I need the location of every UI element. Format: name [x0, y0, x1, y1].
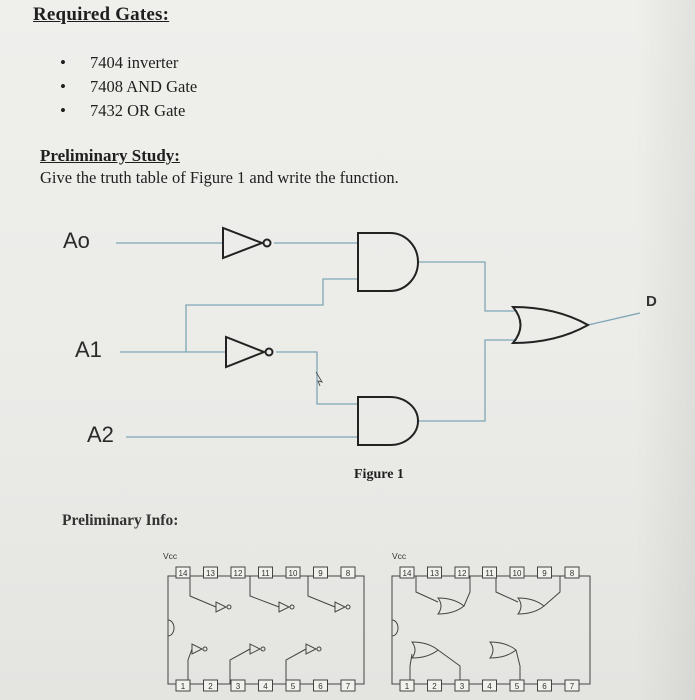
pin-7404-bottom-box	[230, 679, 246, 692]
gate-item: 7432 OR Gate	[60, 100, 197, 124]
pin-7404-top-box	[258, 566, 273, 579]
pin-7432-bottom-box	[427, 679, 442, 692]
pin-7432-bottom-box	[509, 679, 525, 692]
pin-7404-bottom-box	[175, 679, 191, 692]
preliminary-info-title: Preliminary Info:	[62, 512, 179, 529]
gate-item: 7408 AND Gate	[60, 76, 197, 100]
pin-7404-bottom-number: 3	[236, 682, 241, 691]
chip-7432-diagram	[391, 575, 591, 685]
pin-7432-top-box	[427, 566, 442, 579]
pin-7404-top-number: 8	[346, 569, 351, 578]
pin-7432-top-number: 11	[485, 569, 494, 578]
and-gate-2	[357, 396, 419, 446]
pin-7404-top-number: 10	[289, 569, 298, 578]
pin-7404-bottom-box	[258, 679, 273, 692]
pin-7404-top-box	[175, 566, 191, 579]
pin-7404-bottom-number: 2	[208, 682, 213, 691]
gate-item: 7404 inverter	[60, 52, 197, 76]
pin-7404-bottom-box	[313, 679, 328, 692]
pin-7404-bottom-box	[203, 679, 218, 692]
not-gate-2	[225, 335, 274, 369]
pin-7432-top-box	[482, 566, 497, 579]
pin-7432-top-number: 10	[513, 569, 522, 578]
pin-7404-top-box	[285, 566, 301, 579]
preliminary-study-text: Give the truth table of Figure 1 and wri…	[40, 168, 399, 187]
pin-7404-top-box	[203, 566, 218, 579]
pin-7404-bottom-number: 7	[346, 682, 351, 691]
pin-7432-bottom-box	[482, 679, 497, 692]
pin-7432-bottom-number: 7	[570, 682, 575, 691]
pin-7404-top-number: 9	[318, 569, 323, 578]
not-gate-1	[222, 226, 272, 260]
pin-7432-top-box	[454, 566, 470, 579]
pin-7404-top-number: 12	[234, 569, 243, 578]
pin-7404-bottom-number: 1	[181, 682, 186, 691]
pin-7432-top-box	[537, 566, 552, 579]
pin-7432-top-box	[509, 566, 525, 579]
required-gates-list: 7404 inverter 7408 AND Gate 7432 OR Gate	[60, 52, 197, 124]
pin-7404-top-number: 13	[206, 569, 215, 578]
pin-7432-bottom-number: 4	[487, 682, 492, 691]
pin-7432-top-box	[399, 566, 415, 579]
pin-7404-bottom-box	[340, 679, 356, 692]
pin-7432-top-number: 14	[403, 569, 412, 578]
wire-output	[587, 312, 641, 326]
wire-and2-out	[418, 339, 517, 422]
required-gates-title: Required Gates:	[33, 4, 170, 25]
output-label-d: D	[646, 293, 657, 310]
wire-a1-branch	[185, 278, 358, 352]
pin-7432-top-number: 8	[570, 569, 575, 578]
pin-7432-bottom-number: 3	[460, 682, 465, 691]
pin-7432-top-box	[564, 566, 580, 579]
vcc-label-left: Vcc	[163, 551, 178, 561]
page-shadow	[635, 0, 695, 700]
pin-7432-top-number: 9	[542, 569, 547, 578]
pin-7404-top-box	[230, 566, 246, 579]
pin-7404-bottom-number: 4	[263, 682, 268, 691]
pin-7432-bottom-box	[564, 679, 580, 692]
pin-7432-bottom-number: 1	[405, 682, 410, 691]
chip-7404-diagram	[167, 575, 365, 685]
pin-7432-bottom-box	[399, 679, 415, 692]
vcc-label-right: Vcc	[392, 551, 407, 561]
input-label-a1: A1	[75, 337, 102, 362]
input-label-a0: Ao	[63, 228, 90, 253]
preliminary-study-title: Preliminary Study:	[40, 146, 180, 165]
pin-7404-top-number: 11	[261, 569, 270, 578]
pin-7432-bottom-box	[537, 679, 552, 692]
input-label-a2: A2	[87, 422, 114, 447]
pin-7432-bottom-number: 2	[432, 682, 437, 691]
wire-not2-out	[276, 351, 358, 405]
pin-7432-top-number: 13	[430, 569, 439, 578]
pin-7432-bottom-box	[454, 679, 470, 692]
pin-7432-bottom-number: 5	[515, 682, 520, 691]
pin-7432-bottom-number: 6	[542, 682, 547, 691]
pin-7404-bottom-number: 6	[318, 682, 323, 691]
pin-7404-top-box	[313, 566, 328, 579]
pin-7404-top-box	[340, 566, 356, 579]
and-gate-1	[357, 232, 419, 292]
wire-and1-out	[418, 261, 517, 312]
figure-caption: Figure 1	[354, 467, 404, 482]
pin-7404-bottom-box	[285, 679, 301, 692]
pin-7404-top-number: 14	[179, 569, 188, 578]
pin-7404-bottom-number: 5	[291, 682, 296, 691]
cursor-icon	[315, 371, 324, 387]
or-gate	[510, 305, 591, 345]
pin-7432-top-number: 12	[458, 569, 467, 578]
